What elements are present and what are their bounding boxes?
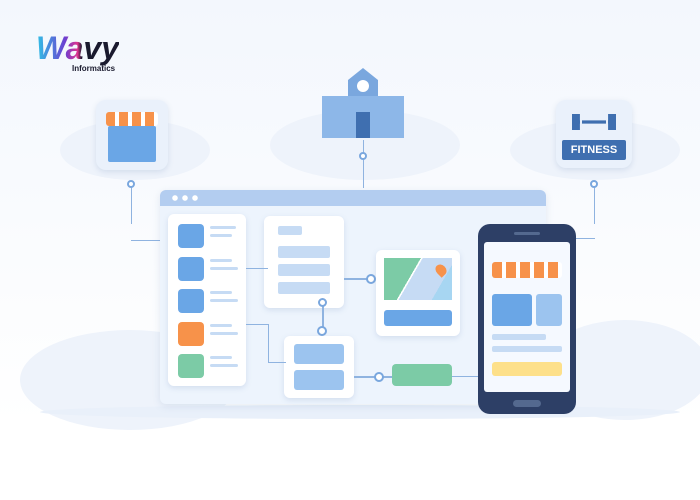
logo-tagline: Informatics [72,64,116,73]
connector [363,140,364,188]
phone-screen [484,242,570,392]
connector-node [590,180,598,188]
list-button[interactable] [294,344,344,364]
action-list-card [284,336,354,398]
connector-node [127,180,135,188]
smartphone [478,224,576,414]
form-field[interactable] [278,264,330,276]
form-field[interactable] [278,246,330,258]
logo-wordmark: Wavy [36,30,120,66]
list-button[interactable] [294,370,344,390]
awning-icon [492,262,562,278]
awning-icon [106,112,158,126]
fitness-tile: FITNESS [556,100,632,168]
product-card[interactable] [536,294,562,326]
logo: Wavy Informatics [36,30,146,76]
home-button[interactable] [513,400,541,407]
product-card[interactable] [492,294,532,326]
connector-node [317,326,327,336]
map-card [376,250,460,336]
connector [452,376,482,377]
school-building-icon [322,68,404,138]
connector-node [318,298,327,307]
dumbbell-icon [572,114,616,130]
connector [322,302,324,330]
phone-speaker [514,232,540,235]
connector [246,324,268,325]
ground [40,405,680,419]
connector [344,278,370,280]
chat-icon[interactable] [178,257,204,281]
pin-icon[interactable] [178,224,204,248]
green-action-button[interactable] [392,364,452,386]
connector [131,184,132,224]
circle-icon[interactable] [178,354,204,378]
connector [268,324,269,362]
connector-node [359,152,367,160]
connector-node [366,274,376,284]
phone-cta-button[interactable] [492,362,562,376]
connector [594,184,595,224]
fitness-sign: FITNESS [562,140,626,160]
form-card [264,216,344,308]
map-button[interactable] [384,310,452,326]
connector [354,376,392,378]
square-icon[interactable] [178,289,204,313]
store-icon [108,126,156,162]
window-dots [170,195,200,201]
feature-list-card [168,214,246,386]
connector [575,238,595,239]
store-tile [96,100,168,170]
connector [246,268,268,269]
connector [131,240,169,241]
connector-node [374,372,384,382]
connector [268,362,286,363]
browser-titlebar [160,190,546,206]
minus-icon[interactable] [178,322,204,346]
form-field[interactable] [278,282,330,294]
